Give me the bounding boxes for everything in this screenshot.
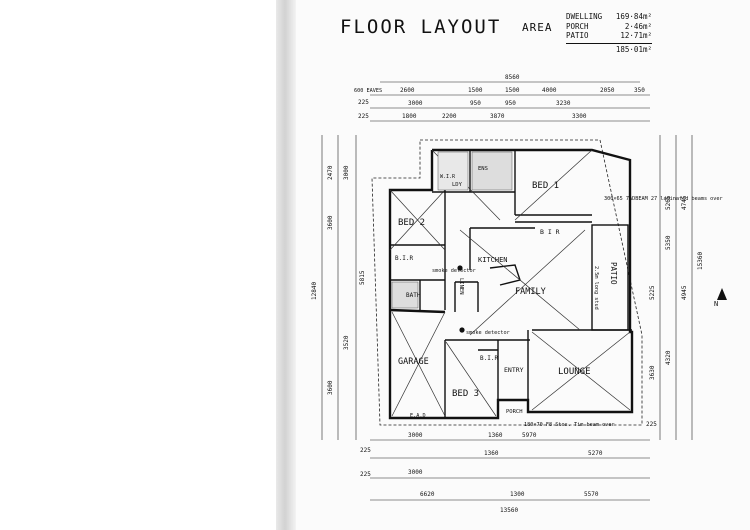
room-ens-label: ENS [478,166,488,172]
dim-label: 6620 [420,491,435,498]
dim-label: 350 [634,87,645,94]
smoke-detector-note: smoke detector [466,330,510,336]
dim-small: 225 [358,99,369,106]
dim-label: 5265 [665,195,672,210]
dim-label: 3870 [490,113,505,120]
room-entry-label: ENTRY [504,366,524,374]
dim-label: 5225 [649,285,656,300]
porch-beam-note: 180×70 F8 Stos. Tim beam over [524,422,615,428]
area-row-name: DWELLING [566,12,603,21]
room-kitchen-label: KITCHEN [478,256,508,264]
dim-label: 5570 [584,491,599,498]
dim-label: 1300 [510,491,525,498]
room-family-label: FAMILY [515,287,546,297]
dim-label: 2600 [400,87,415,94]
area-row-porch: PORCH 2·46m² [566,22,652,32]
plan-notes: smoke detector smoke detector 300×65 7AD… [354,88,723,428]
dim-label: 2470 [327,165,334,180]
room-garage-label: GARAGE [398,357,429,367]
dimension-labels: 8560 2600 1500 1500 4000 2050 350 3000 9… [311,74,704,514]
dim-label: 1360 [488,432,503,439]
smoke-detectors [457,265,465,333]
dim-label: 1360 [484,450,499,457]
dim-label: 3000 [408,100,423,107]
dim-small: 225 [646,421,657,428]
room-bed1-label: BED 1 [532,181,559,191]
north-arrow-icon [717,288,727,300]
dim-left-overall: 12840 [311,282,318,300]
ead-note: E.A.D [410,413,426,419]
dim-label: 3300 [572,113,587,120]
room-bed3-label: BED 3 [452,389,479,399]
patio-note: 2.5m long stud [593,266,599,310]
room-labels: BED 1 BED 2 BED 3 GARAGE LOUNGE FAMILY K… [395,166,618,415]
dim-label: 3000 [343,165,350,180]
dim-label: 950 [470,100,481,107]
dim-label: 1500 [505,87,520,94]
dim-label: 2200 [442,113,457,120]
room-bir-bed3-label: B.I.R [480,355,498,362]
area-row-value: 2·46m² [624,21,652,31]
area-label: AREA [522,21,553,34]
dim-label: 3230 [556,100,571,107]
right-page [296,0,750,530]
room-porch-label: PORCH [506,409,523,415]
page-title: FLOOR LAYOUT [340,16,502,38]
dim-small: 225 [360,471,371,478]
room-linen-label: LINEN [458,278,464,295]
area-row-name: PATIO [566,31,589,40]
room-bir-bed1-label: B I R [540,228,560,236]
dim-bottom-overall: 13560 [500,507,518,514]
dim-label: 5970 [522,432,537,439]
area-total: 185·01m² [566,42,652,55]
dimension-lines [321,81,693,501]
room-wir-label: W.I.R [440,174,456,180]
dim-label: 3630 [649,365,656,380]
left-blank-page [0,0,276,530]
dim-label: 5350 [665,235,672,250]
dim-top-overall: 8560 [505,74,520,81]
room-bed2-label: BED 2 [398,218,425,228]
dim-label: 5815 [359,270,366,285]
dim-label: 1800 [402,113,417,120]
room-bir-bed2-label: B.I.R [395,255,413,262]
dim-label: 3000 [408,432,423,439]
dim-label: 4945 [681,285,688,300]
dim-label: 3000 [408,469,423,476]
dim-right-overall: 15360 [697,252,704,270]
area-row-patio: PATIO 12·71m² [566,31,652,41]
smoke-detector-note: smoke detector [432,268,476,274]
dim-label: 3600 [327,215,334,230]
dim-label: 5270 [588,450,603,457]
dim-small: 225 [358,113,369,120]
area-row-value: 12·71m² [620,31,652,40]
external-walls [388,148,634,420]
dim-small: 225 [360,447,371,454]
internal-walls [390,150,632,418]
area-table: DWELLING 169·84m² PORCH 2·46m² PATIO 12·71m… [566,12,652,54]
dim-label: 2050 [600,87,615,94]
dim-label: 4745 [681,195,688,210]
wet-area-tiles [391,151,513,309]
eaves-outline [371,139,643,426]
north-label: N [714,300,718,308]
area-row-value: 169·84m² [615,12,652,21]
area-row-dwelling: DWELLING 169·84m² [566,12,652,22]
eaves-note: 600 EAVES [354,88,382,94]
beam-note: 300×65 7ADBEAM 27 laminated beams over [604,196,723,202]
dim-label: 3600 [327,380,334,395]
dim-label: 950 [505,100,516,107]
room-lounge-label: LOUNGE [558,367,591,377]
dim-label: 1500 [468,87,483,94]
area-row-name: PORCH [566,21,589,31]
book-spine [276,0,296,530]
dim-label: 3520 [343,335,350,350]
area-total-value: 185·01m² [615,44,652,54]
room-ldy-label: LDY [452,182,463,188]
dim-label: 4320 [665,350,672,365]
dim-label: 4000 [542,87,557,94]
room-bath-label: BATH [406,292,421,299]
room-patio-label: PATIO [609,262,618,285]
